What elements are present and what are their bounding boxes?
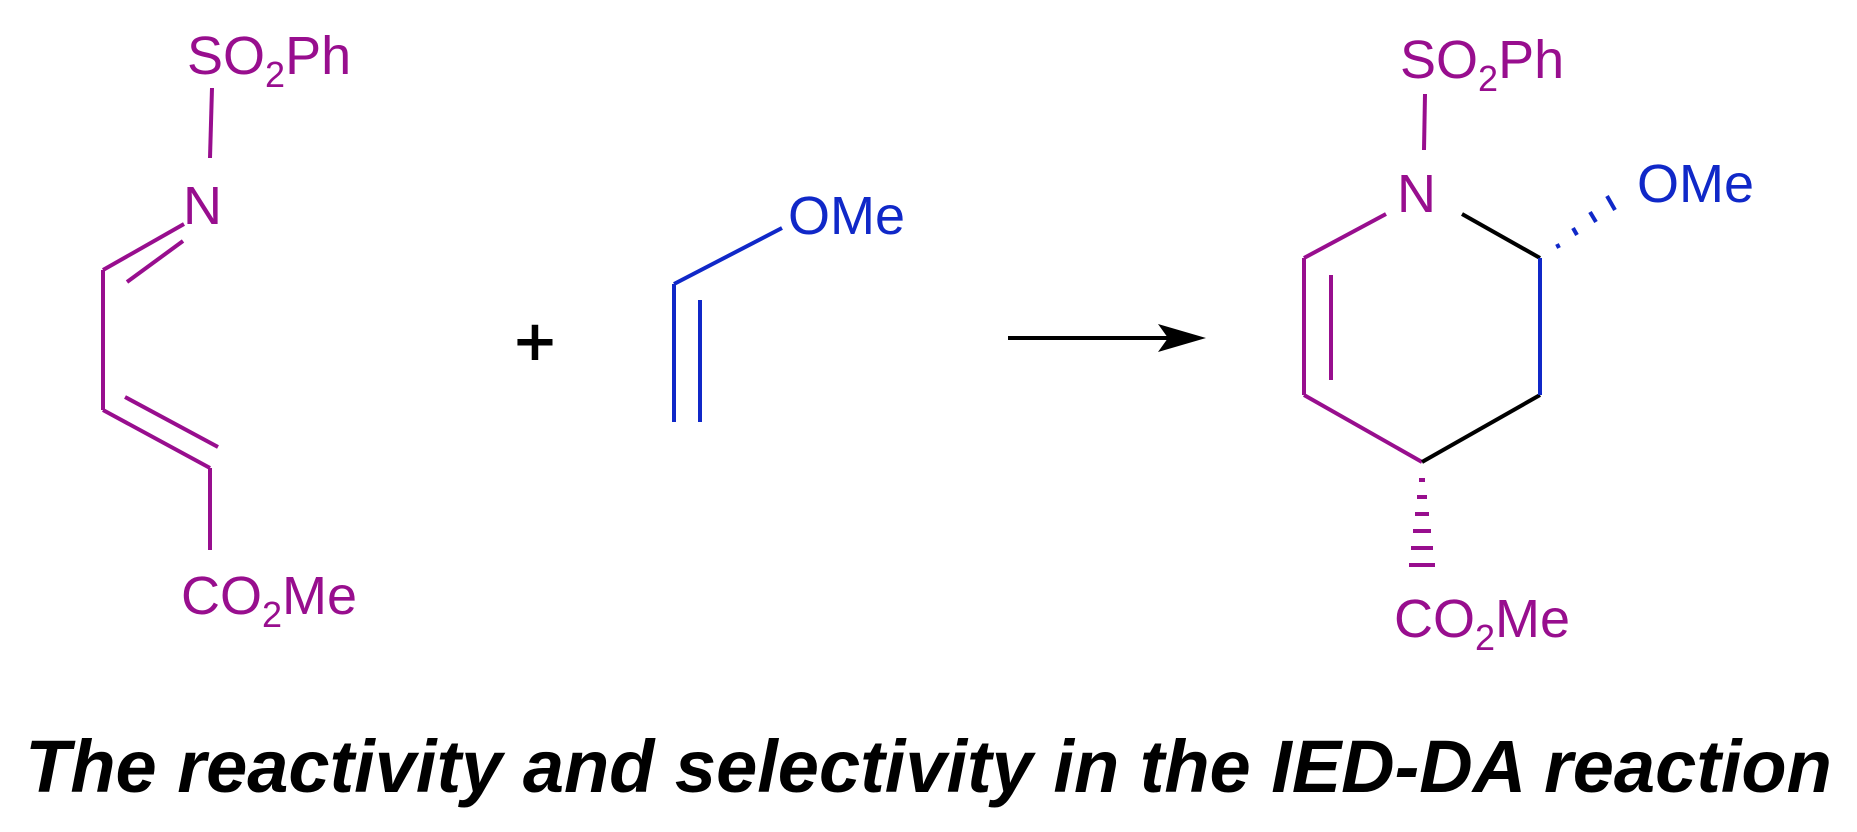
diene-sulfonyl-label: SO2Ph [187, 26, 351, 95]
diene-c-c-double-bond-inner [124, 395, 219, 449]
product-ester-label: CO2Me [1394, 589, 1570, 658]
product-c3-c4-new-bond [1421, 393, 1541, 464]
product-nitrogen-label: N [1397, 164, 1436, 224]
diene-c-c-double-bond-outer [102, 408, 211, 470]
diene-c-n-double-bond-outer [102, 222, 185, 272]
diene-n-s-bond [208, 87, 214, 159]
arrow-right-icon [1008, 324, 1206, 352]
diene-c-n-double-bond-inner [125, 239, 185, 284]
wedge-hash-1 [1555, 243, 1561, 249]
product-sulfonyl-label: SO2Ph [1400, 30, 1564, 99]
product-methoxy-hashed-wedge [1555, 195, 1617, 249]
diene-nitrogen-label: N [183, 176, 222, 236]
product-c4-c5-bond [1303, 393, 1423, 464]
product-n-s-bond [1422, 93, 1427, 151]
product-n-c6-bond [1303, 212, 1387, 260]
reaction-arrow-head [1158, 324, 1206, 352]
vinyl-ether-methoxy-label: OMe [788, 186, 905, 246]
tetrahydropyridine-product: SO2Ph N OMe CO2Me [1302, 30, 1754, 658]
product-n-c2-new-bond [1461, 212, 1541, 260]
vinyl-ether-reactant: OMe [672, 186, 905, 422]
plus-sign: + [512, 309, 559, 374]
diene-ester-label: CO2Me [181, 566, 357, 635]
product-ester-hashed-wedge [1409, 478, 1435, 567]
figure-caption: The reactivity and selectivity in the IE… [25, 725, 1832, 808]
wedge-hash-3 [1588, 210, 1598, 224]
azadiene-reactant: SO2Ph N CO2Me [101, 26, 357, 635]
product-methoxy-label: OMe [1637, 154, 1754, 214]
wedge-hash-2 [1571, 227, 1579, 236]
wedge-hash-4 [1605, 195, 1617, 211]
vinyl-ether-o-c-bond [673, 226, 783, 286]
